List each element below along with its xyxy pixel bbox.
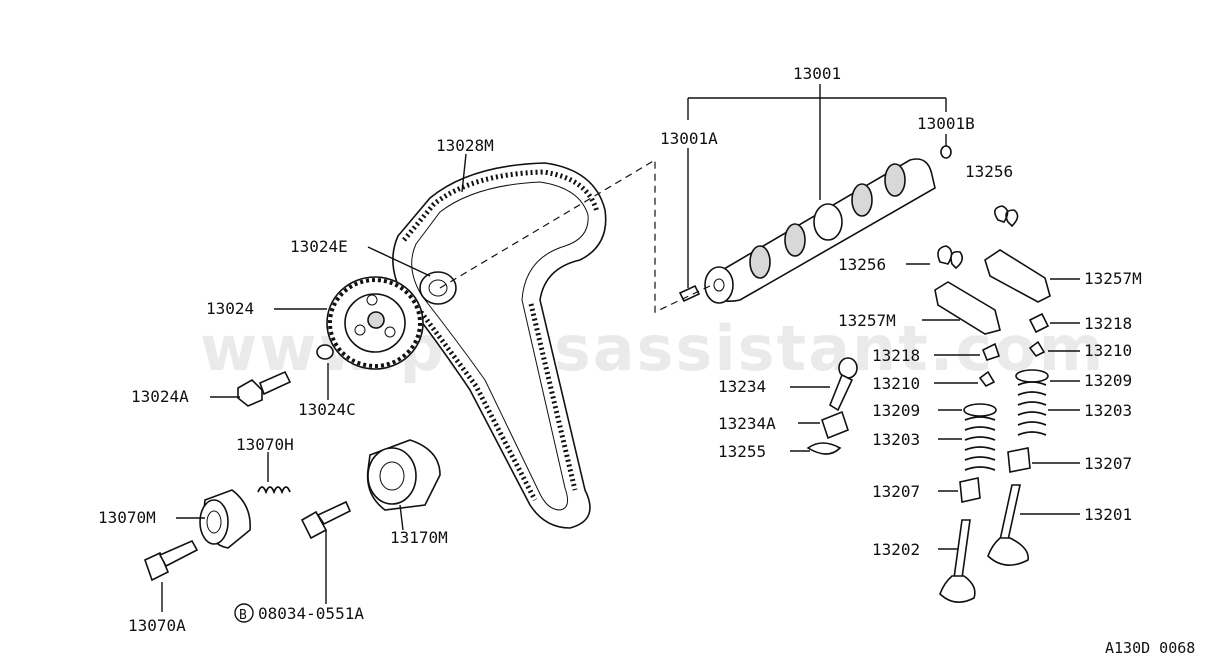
collet-13210-left	[978, 370, 996, 388]
tensioner-pulley-13070M	[199, 489, 251, 549]
label-13070A: 13070A	[128, 616, 186, 635]
label-13070H: 13070H	[236, 435, 294, 454]
label-13209-left: 13209	[872, 401, 920, 420]
retainer-13218-left	[981, 342, 1001, 361]
label-13028M: 13028M	[436, 136, 494, 155]
part-labels: 13001 13001A 13001B 13028M 13024E 13024 …	[98, 64, 1142, 635]
label-13257M-left: 13257M	[838, 311, 896, 330]
label-13001B: 13001B	[917, 114, 975, 133]
reference-code: A130D 0068	[1105, 639, 1195, 657]
label-13218-right: 13218	[1084, 314, 1132, 333]
label-13256-mid: 13256	[838, 255, 886, 274]
label-13001: 13001	[793, 64, 841, 83]
label-13207-left: 13207	[872, 482, 920, 501]
valve-seal-13207-right	[1007, 447, 1031, 473]
label-13210-left: 13210	[872, 374, 920, 393]
label-13001A: 13001A	[660, 129, 718, 148]
label-13202: 13202	[872, 540, 920, 559]
washer-13024C	[316, 344, 334, 360]
idler-pulley-13170M	[366, 439, 441, 511]
label-13024C: 13024C	[298, 400, 356, 419]
clip-13255	[806, 442, 842, 455]
label-13207-right: 13207	[1084, 454, 1132, 473]
centre-line	[439, 158, 713, 313]
label-13234A: 13234A	[718, 414, 776, 433]
label-13024A: 13024A	[131, 387, 189, 406]
label-13203-right: 13203	[1084, 401, 1132, 420]
label-13209-right: 13209	[1084, 371, 1132, 390]
camshaft-13001	[704, 158, 936, 304]
sprocket-13024	[326, 276, 424, 370]
label-08034-0551A: 08034-0551A	[258, 604, 364, 623]
collet-13210-right	[1028, 340, 1046, 358]
leader-lines	[161, 84, 1080, 612]
label-13257M-right: 13257M	[1084, 269, 1142, 288]
label-13255: 13255	[718, 442, 766, 461]
adjuster-13234A	[821, 410, 849, 440]
lash-adjuster-13234	[829, 357, 858, 412]
valve-13202	[939, 519, 976, 603]
clip-13256-top	[994, 205, 1019, 228]
bolt-13024A	[237, 370, 292, 407]
spring-seat-13209-right	[1015, 369, 1049, 383]
label-13170M: 13170M	[390, 528, 448, 547]
rocker-arm-13257M-right	[984, 249, 1051, 303]
spring-seat-13209-left	[963, 403, 997, 417]
label-13234: 13234	[718, 377, 766, 396]
valve-spring-13203-right	[1017, 381, 1047, 436]
b-marker-circle	[234, 603, 254, 623]
label-13256-top: 13256	[965, 162, 1013, 181]
label-13024E: 13024E	[290, 237, 348, 256]
label-13218-left: 13218	[872, 346, 920, 365]
b-marker-letter: B	[239, 608, 247, 623]
timing-belt	[392, 162, 607, 529]
spring-13070H	[257, 486, 291, 495]
rocker-arm-13257M-left	[934, 281, 1001, 335]
label-13203-left: 13203	[872, 430, 920, 449]
bolt-13070A	[144, 539, 199, 582]
plug-13001B	[940, 145, 952, 159]
retainer-13218-right	[1028, 312, 1050, 334]
clip-13256-mid	[937, 245, 964, 270]
valve-seal-13207-left	[959, 477, 981, 503]
idler-pulley-13024E	[419, 271, 457, 305]
label-13210-right: 13210	[1084, 341, 1132, 360]
label-13024: 13024	[206, 299, 254, 318]
valve-spring-13203-left	[964, 416, 996, 471]
valve-13201	[987, 484, 1029, 566]
label-13201: 13201	[1084, 505, 1132, 524]
label-13070M: 13070M	[98, 508, 156, 527]
